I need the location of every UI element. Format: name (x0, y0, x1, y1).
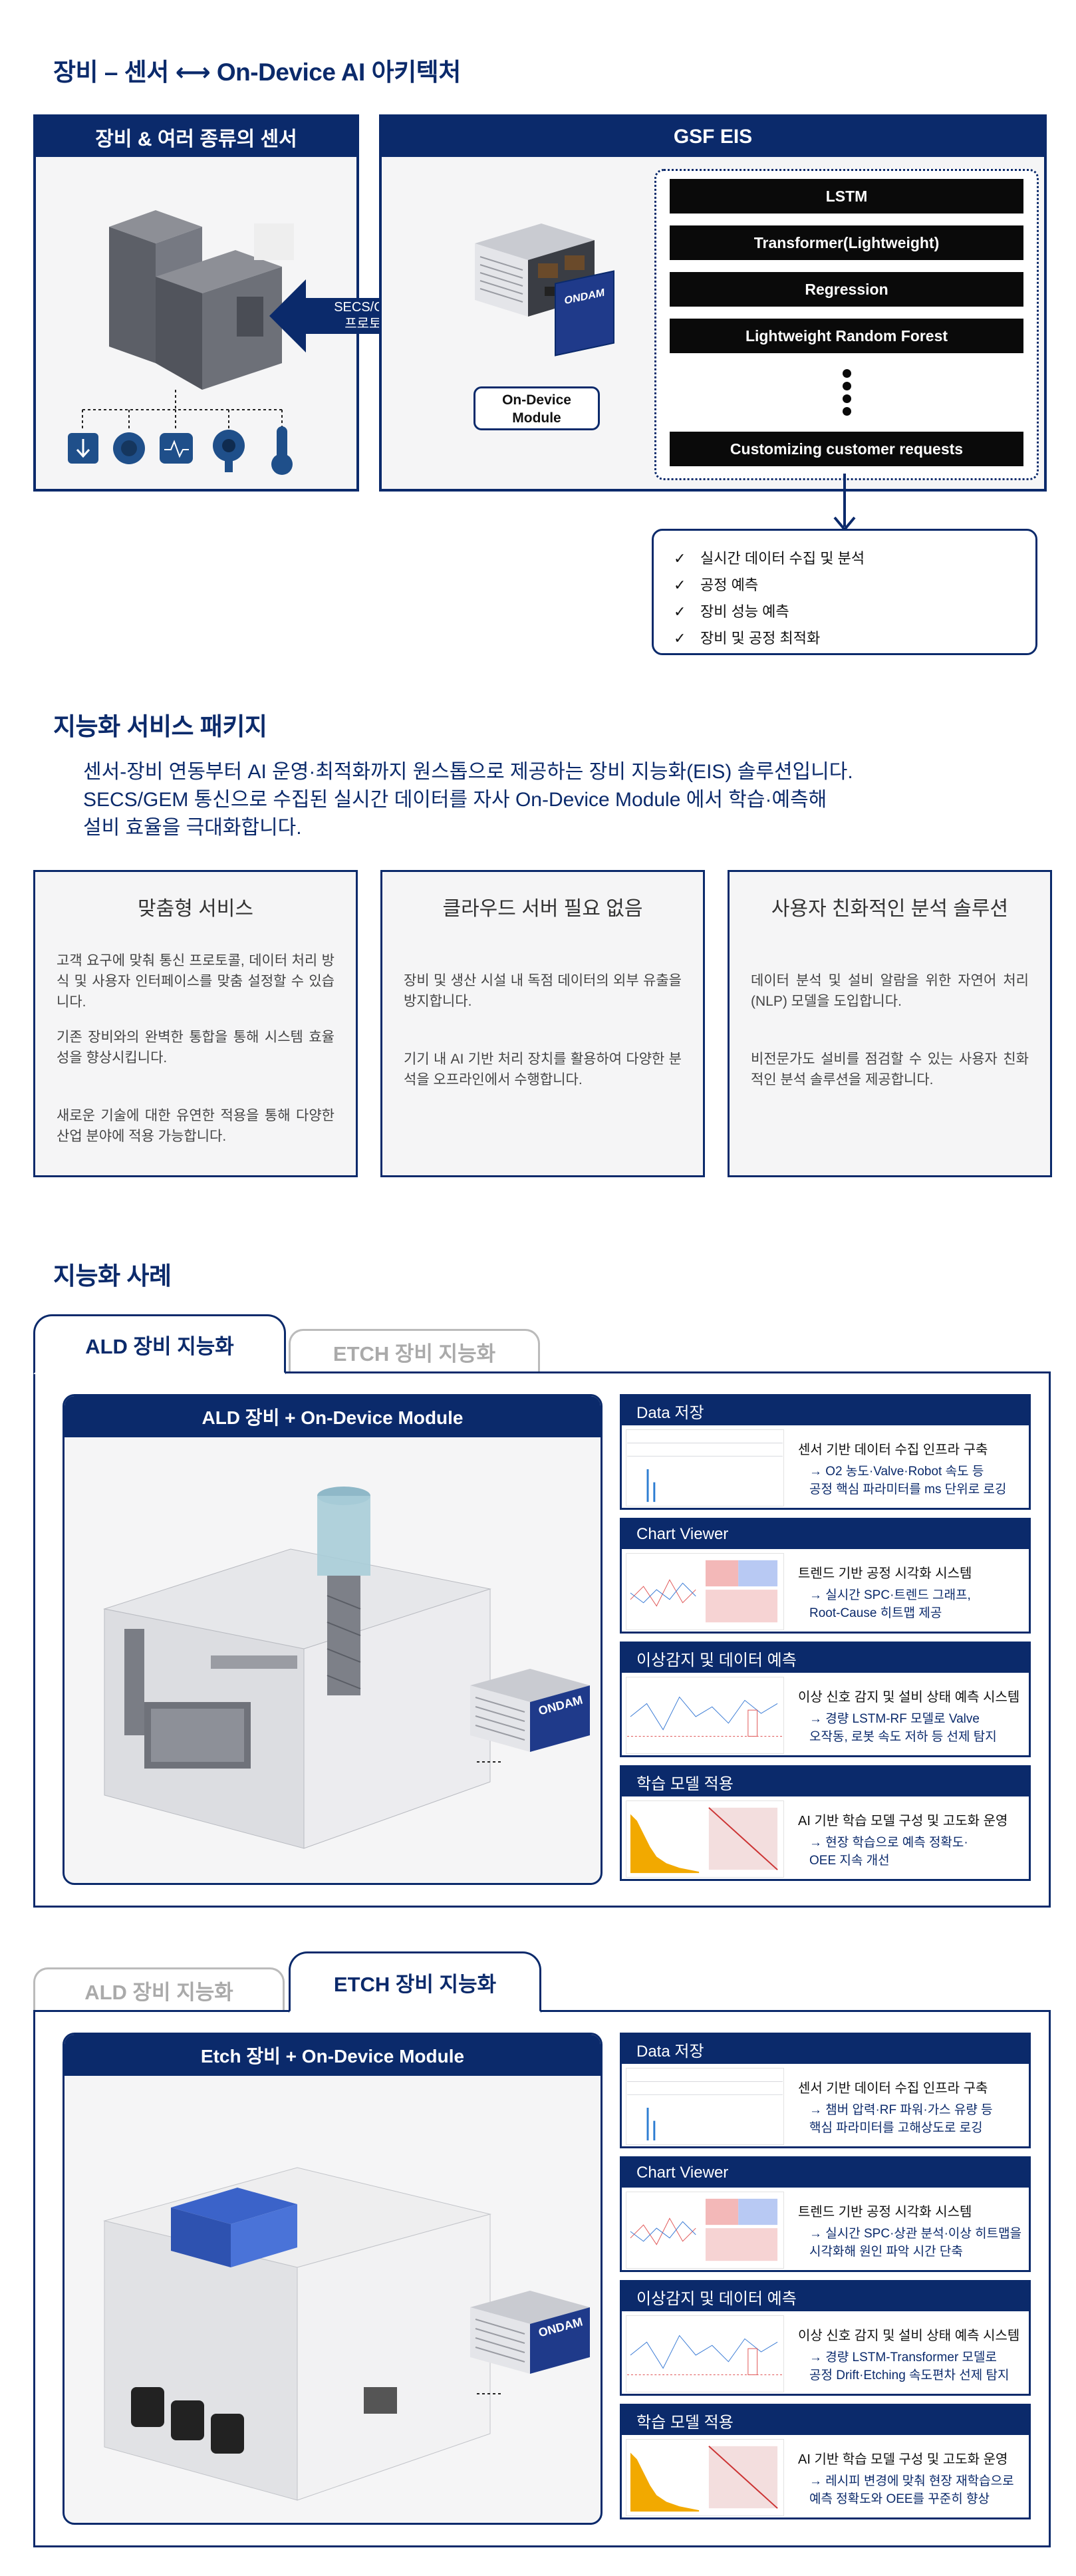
ald-card-data-storage: Data 저장 센서 기반 데이터 수집 인프라 구축 → O2 농도·Valv… (620, 1394, 1031, 1510)
data-table-thumbnail (626, 1429, 784, 1506)
result-item: ✓공정 예측 (674, 577, 759, 593)
equipment-illustration (68, 210, 294, 475)
gsf-eis-panel-title: GSF EIS (382, 117, 1044, 157)
tab-etch[interactable]: ETCH 장비 지능화 (289, 1329, 540, 1373)
etch-card-anomaly-detection: 이상감지 및 데이터 예측 이상 신호 감지 및 설비 상태 예측 시스템 → … (620, 2280, 1031, 2396)
anomaly-chart-thumbnail (626, 1677, 784, 1754)
anomaly-chart-thumbnail (626, 2315, 784, 2392)
chart-viewer-thumbnail (626, 2192, 784, 2269)
gsf-eis-panel: GSF EIS ONDAM On-Device Module LSTM Tran… (379, 114, 1047, 492)
model-regression: Regression (670, 272, 1023, 307)
service-card-title: 클라우드 서버 필요 없음 (442, 898, 643, 920)
service-card-title: 맞춤형 서비스 (138, 898, 253, 920)
result-item: ✓실시간 데이터 수집 및 분석 (674, 550, 865, 567)
services-title: 지능화 서비스 패키지 (53, 713, 267, 740)
ald-card-chart-viewer: Chart Viewer 트렌드 기반 공정 시각화 시스템 → 실시간 SPC… (620, 1518, 1031, 1634)
service-card-analysis: 사용자 친화적인 분석 솔루션 데이터 분석 및 설비 알람을 위한 자연어 처… (728, 870, 1052, 1177)
ald-card-model-training: 학습 모델 적용 AI 기반 학습 모델 구성 및 고도화 운영 → 현장 학습… (620, 1765, 1031, 1881)
tab-ald-second[interactable]: ALD 장비 지능화 (33, 1967, 285, 2011)
tab-etch-second[interactable]: ETCH 장비 지능화 (289, 1951, 541, 2013)
result-item: ✓장비 및 공정 최적화 (674, 630, 821, 646)
etch-card-chart-viewer: Chart Viewer 트렌드 기반 공정 시각화 시스템 → 실시간 SPC… (620, 2156, 1031, 2272)
results-arrow (833, 474, 856, 532)
etch-module-illustration (470, 2291, 590, 2374)
model-transformer: Transformer(Lightweight) (670, 225, 1023, 260)
equipment-sensor-panel: 장비 & 여러 종류의 센서 (33, 114, 359, 492)
ald-module-illustration (470, 1669, 590, 1752)
ald-device-title: ALD 장비 + On-Device Module (65, 1396, 601, 1437)
ai-model-list: LSTM Transformer(Lightweight) Regression… (654, 169, 1039, 480)
secs-gem-arrow (269, 279, 469, 353)
ald-device-panel: ALD 장비 + On-Device Module ONDAM (63, 1394, 603, 1885)
ald-equipment-illustration (103, 1487, 503, 1849)
results-list: ✓실시간 데이터 수집 및 분석 ✓공정 예측 ✓장비 성능 예측 ✓장비 및 … (652, 529, 1037, 655)
chart-viewer-thumbnail (626, 1553, 784, 1630)
etch-equipment-illustration (103, 2167, 503, 2501)
service-card-custom: 맞춤형 서비스 고객 요구에 맞춰 통신 프로토콜, 데이터 처리 방식 및 사… (33, 870, 358, 1177)
etch-card-model-training: 학습 모델 적용 AI 기반 학습 모델 구성 및 고도화 운영 → 레시피 변… (620, 2404, 1031, 2519)
equipment-sensor-panel-title: 장비 & 여러 종류의 센서 (36, 117, 356, 157)
model-customizing: Customizing customer requests (670, 432, 1023, 466)
on-device-module-label: On-Device Module (473, 386, 600, 430)
result-item: ✓장비 성능 예측 (674, 603, 789, 620)
service-card-title: 사용자 친화적인 분석 솔루션 (771, 898, 1009, 920)
tab-ald[interactable]: ALD 장비 지능화 (33, 1314, 286, 1374)
etch-device-panel: Etch 장비 + On-Device Module ONDAM (63, 2033, 603, 2525)
cases-title: 지능화 사례 (53, 1262, 172, 1290)
model-lstm: LSTM (670, 179, 1023, 214)
training-chart-thumbnail (626, 2439, 784, 2516)
services-intro: 센서-장비 연동부터 AI 운영·최적화까지 원스톱으로 제공하는 장비 지능화… (83, 761, 853, 839)
more-models-ellipsis (840, 365, 853, 420)
etch-card-data-storage: Data 저장 센서 기반 데이터 수집 인프라 구축 → 챔버 압력·RF 파… (620, 2033, 1031, 2148)
architecture-title: 장비 – 센서 ⟷ On-Device AI 아키텍처 (53, 59, 461, 86)
model-random-forest: Lightweight Random Forest (670, 319, 1023, 353)
etch-device-title: Etch 장비 + On-Device Module (65, 2035, 601, 2076)
module-brand-card: ONDAM (555, 270, 614, 357)
ald-card-anomaly-detection: 이상감지 및 데이터 예측 이상 신호 감지 및 설비 상태 예측 시스템 → … (620, 1642, 1031, 1757)
service-card-no-cloud: 클라우드 서버 필요 없음 장비 및 생산 시설 내 독점 데이터의 외부 유출… (380, 870, 705, 1177)
data-table-thumbnail (626, 2068, 784, 2145)
training-chart-thumbnail (626, 1800, 784, 1878)
